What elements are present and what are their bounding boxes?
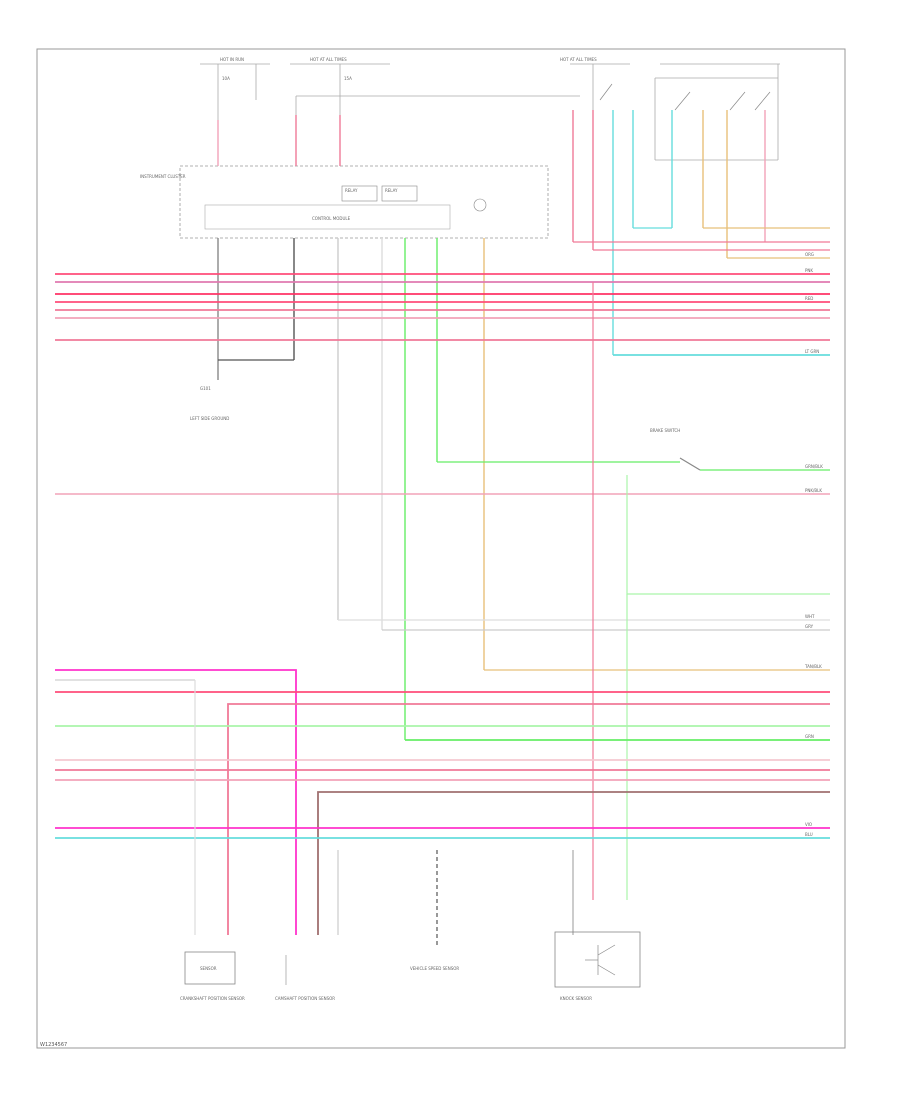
wire-tag-pnkblk: PNK/BLK xyxy=(805,488,822,493)
fuse-15a-label: 15A xyxy=(344,76,352,81)
instrument-cluster-label: INSTRUMENT CLUSTER xyxy=(140,174,186,179)
sensor-2-desc: CAMSHAFT POSITION SENSOR xyxy=(275,996,335,1001)
relay-b-box xyxy=(381,185,418,202)
module-inner-box xyxy=(204,204,451,230)
sensor-3-desc: VEHICLE SPEED SENSOR xyxy=(410,966,459,971)
wire-tag-red: RED xyxy=(805,296,813,301)
ground-label: G101 xyxy=(200,386,211,391)
sensor-1-desc: CRANKSHAFT POSITION SENSOR xyxy=(180,996,245,1001)
wire-tag-org: ORG xyxy=(805,252,814,257)
diagram-frame xyxy=(36,48,846,1049)
relay-switches xyxy=(599,83,771,111)
mid-runs xyxy=(338,282,830,900)
wire-tag-grn: GRN xyxy=(805,734,814,739)
wire-tag-grnblk: GRN/BLK xyxy=(805,464,823,469)
wire-tag-ltgrn: LT GRN xyxy=(805,349,819,354)
wire-tag-wht: WHT xyxy=(805,614,815,619)
relay-a-box xyxy=(341,185,378,202)
sensor-1-label: SENSOR xyxy=(200,966,217,971)
relay-a-label: RELAY xyxy=(345,188,358,193)
control-module-label: CONTROL MODULE xyxy=(312,216,351,221)
wire-tag-blu: BLU xyxy=(805,832,813,837)
hot-at-all-times-label-b: HOT AT ALL TIMES xyxy=(560,57,597,62)
hot-at-all-times-label-a: HOT AT ALL TIMES xyxy=(310,57,347,62)
wire-tag-vio: VIO xyxy=(805,822,812,827)
module-box xyxy=(179,165,549,239)
transistor-symbol xyxy=(585,944,616,976)
hot-in-run-label: HOT IN RUN xyxy=(220,57,244,62)
sensor-4-box xyxy=(554,931,641,988)
brake-switch-label: BRAKE SWITCH xyxy=(650,428,680,433)
harness-top xyxy=(55,273,830,356)
top-right-runs xyxy=(218,227,830,361)
power-feeds xyxy=(200,63,780,166)
sensor-1-box xyxy=(184,951,236,985)
sensor-4-desc: KNOCK SENSOR xyxy=(560,996,592,1001)
harness-bottom xyxy=(55,669,830,935)
wire-tag-gry: GRY xyxy=(805,624,814,629)
relay-b-label: RELAY xyxy=(385,188,398,193)
diagram-code: W1234567 xyxy=(40,1042,68,1048)
module-lamp xyxy=(473,198,487,212)
vertical-wires xyxy=(217,110,766,740)
fuse-10a-label: 10A xyxy=(222,76,230,81)
brake-switch xyxy=(437,457,830,471)
left-ground-label: LEFT SIDE GROUND xyxy=(190,416,229,421)
wire-tag-tanblk: TAN/BLK xyxy=(804,664,822,669)
wire-tag-pnk: PNK xyxy=(805,268,813,273)
